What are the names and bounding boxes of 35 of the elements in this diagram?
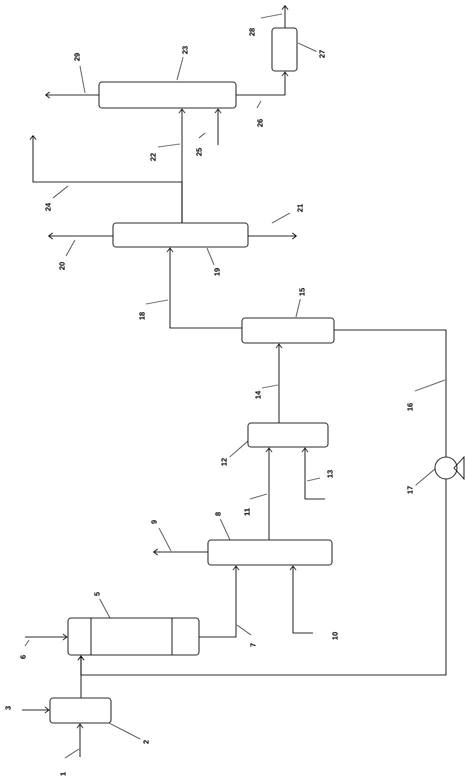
flow-arrow xyxy=(76,723,84,758)
vessel-symbol xyxy=(68,618,200,656)
flow-arrow xyxy=(266,447,272,540)
flow-arrow xyxy=(276,343,282,423)
vessel-symbol xyxy=(50,698,112,724)
leader-line xyxy=(220,518,230,540)
leader-line xyxy=(176,56,184,80)
leader-line xyxy=(206,248,214,266)
flow-arrow xyxy=(199,565,240,638)
flow-arrow xyxy=(236,71,288,96)
flow-arrow xyxy=(78,479,446,676)
flow-arrow xyxy=(153,548,208,556)
leader-line xyxy=(415,468,436,486)
leader-line xyxy=(229,440,248,458)
vessel-symbol xyxy=(248,422,328,448)
vessel-symbol xyxy=(112,222,248,248)
flow-arrow xyxy=(24,634,68,640)
vessel-symbol xyxy=(242,318,334,344)
flow-arrow xyxy=(302,447,326,500)
flow-arrow xyxy=(166,247,242,328)
flow-arrow xyxy=(30,135,182,223)
vessel-symbol xyxy=(208,540,332,566)
flow-arrow xyxy=(45,92,99,98)
leader-line xyxy=(298,42,317,52)
flow-arrow xyxy=(290,565,314,634)
flow-arrow xyxy=(22,706,50,714)
flow-arrow xyxy=(282,5,288,28)
vessel-symbol xyxy=(272,28,298,72)
flow-arrow xyxy=(248,232,297,240)
leader-line xyxy=(296,298,301,318)
flow-arrow xyxy=(48,232,113,240)
vessel-symbol xyxy=(98,82,236,108)
flow-arrow xyxy=(214,108,222,146)
leader-line xyxy=(99,598,110,618)
leader-line xyxy=(108,722,141,740)
